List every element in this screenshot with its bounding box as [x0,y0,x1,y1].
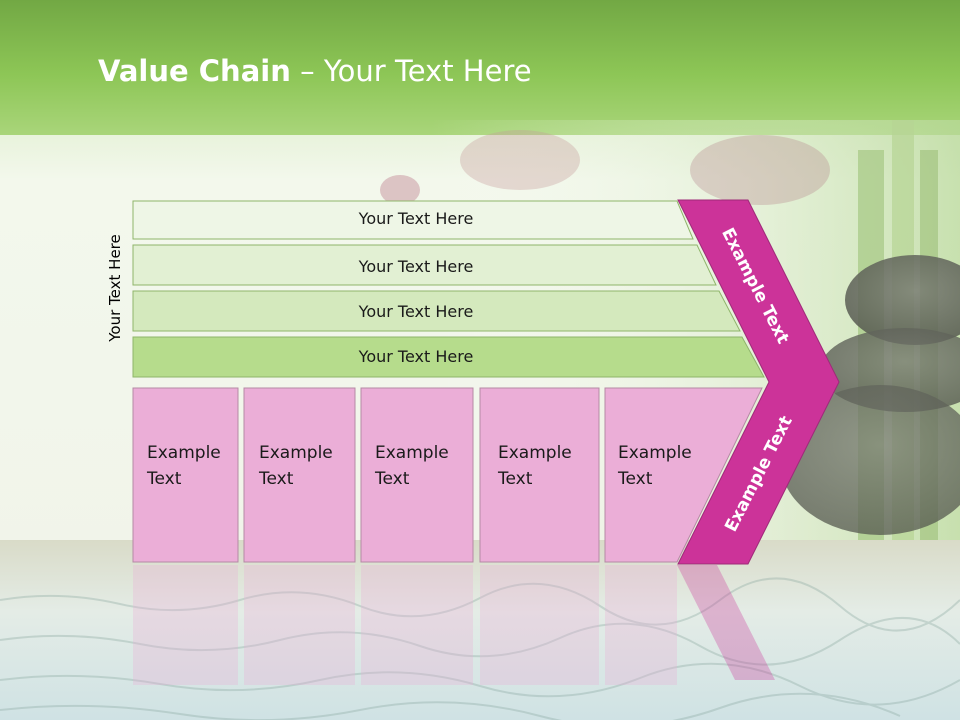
box-5-line-1: Example [618,443,692,463]
box-3 [360,387,474,563]
bar-3-label: Your Text Here [358,302,474,321]
bar-3 [132,290,741,332]
bar-4 [132,336,765,378]
box-1-line-1: Example [147,443,221,463]
bar-2 [132,244,717,286]
box-4 [479,387,600,563]
title-subtitle-part: Your Text Here [323,54,532,88]
box-1 [132,387,239,563]
bar-2-label: Your Text Here [358,257,474,276]
bar-4-label: Your Text Here [358,347,474,366]
box-2-line-2: Text [258,469,294,489]
box-1-line-2: Text [146,469,182,489]
box-4-line-2: Text [497,469,533,489]
bar-1-label: Your Text Here [358,209,474,228]
box-5-line-2: Text [617,469,653,489]
box-5 [604,387,763,563]
box-3-line-2: Text [374,469,410,489]
bar-1 [132,200,694,240]
slide-title: Value Chain – Your Text Here [98,54,532,88]
box-4-line-1: Example [498,443,572,463]
title-bold-part: Value Chain [98,54,291,88]
title-separator: – [290,54,324,88]
box-2 [243,387,356,563]
box-3-line-1: Example [375,443,449,463]
box-2-line-1: Example [259,443,333,463]
reflection [133,565,775,685]
chevron-arrow-shape [677,199,840,565]
